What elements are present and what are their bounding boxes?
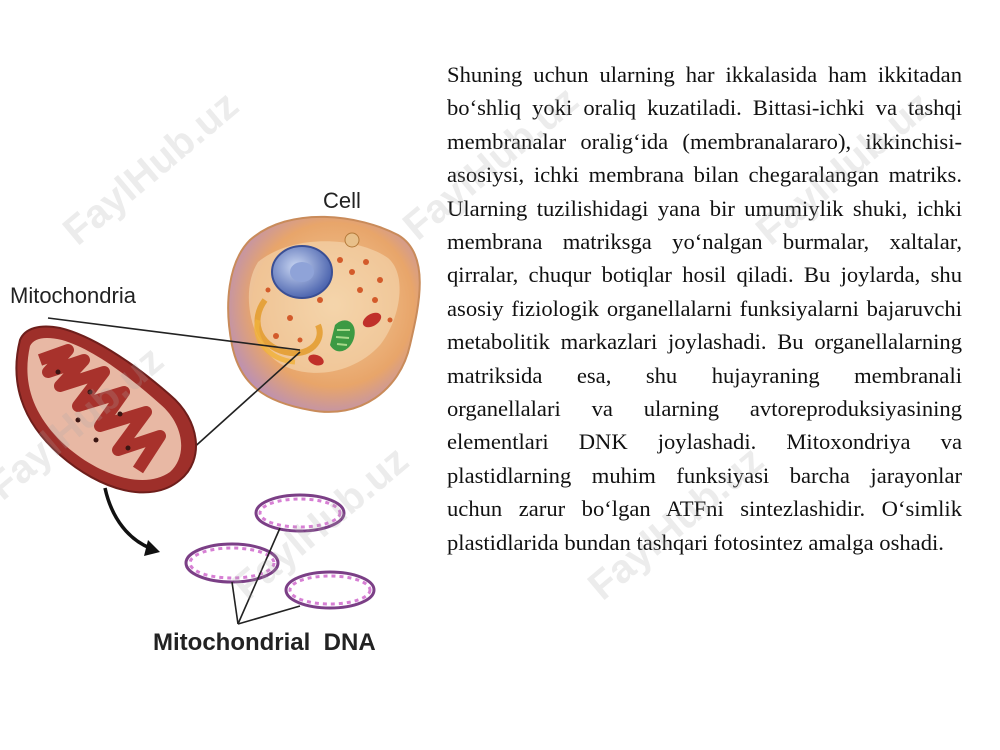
arrow [103,487,160,556]
mitochondria-label: Mitochondria [10,283,137,308]
cell-label: Cell [323,188,361,213]
dna-pointer-lines [231,527,301,625]
dna-rings [184,493,376,610]
mitochondrial-dna-label: Mitochondrial DNA [153,629,376,656]
body-paragraph: Shuning uchun ularning har ikkalasida ha… [447,62,962,555]
cell-drawing [227,215,421,413]
pointer-lines [47,317,301,461]
illustration-svg: Cell Mitochondria Mitochondrial DNA [10,188,421,656]
mitochondrion-drawing [15,325,197,494]
mitochondria-illustration: Cell Mitochondria Mitochondrial DNA [0,160,440,660]
